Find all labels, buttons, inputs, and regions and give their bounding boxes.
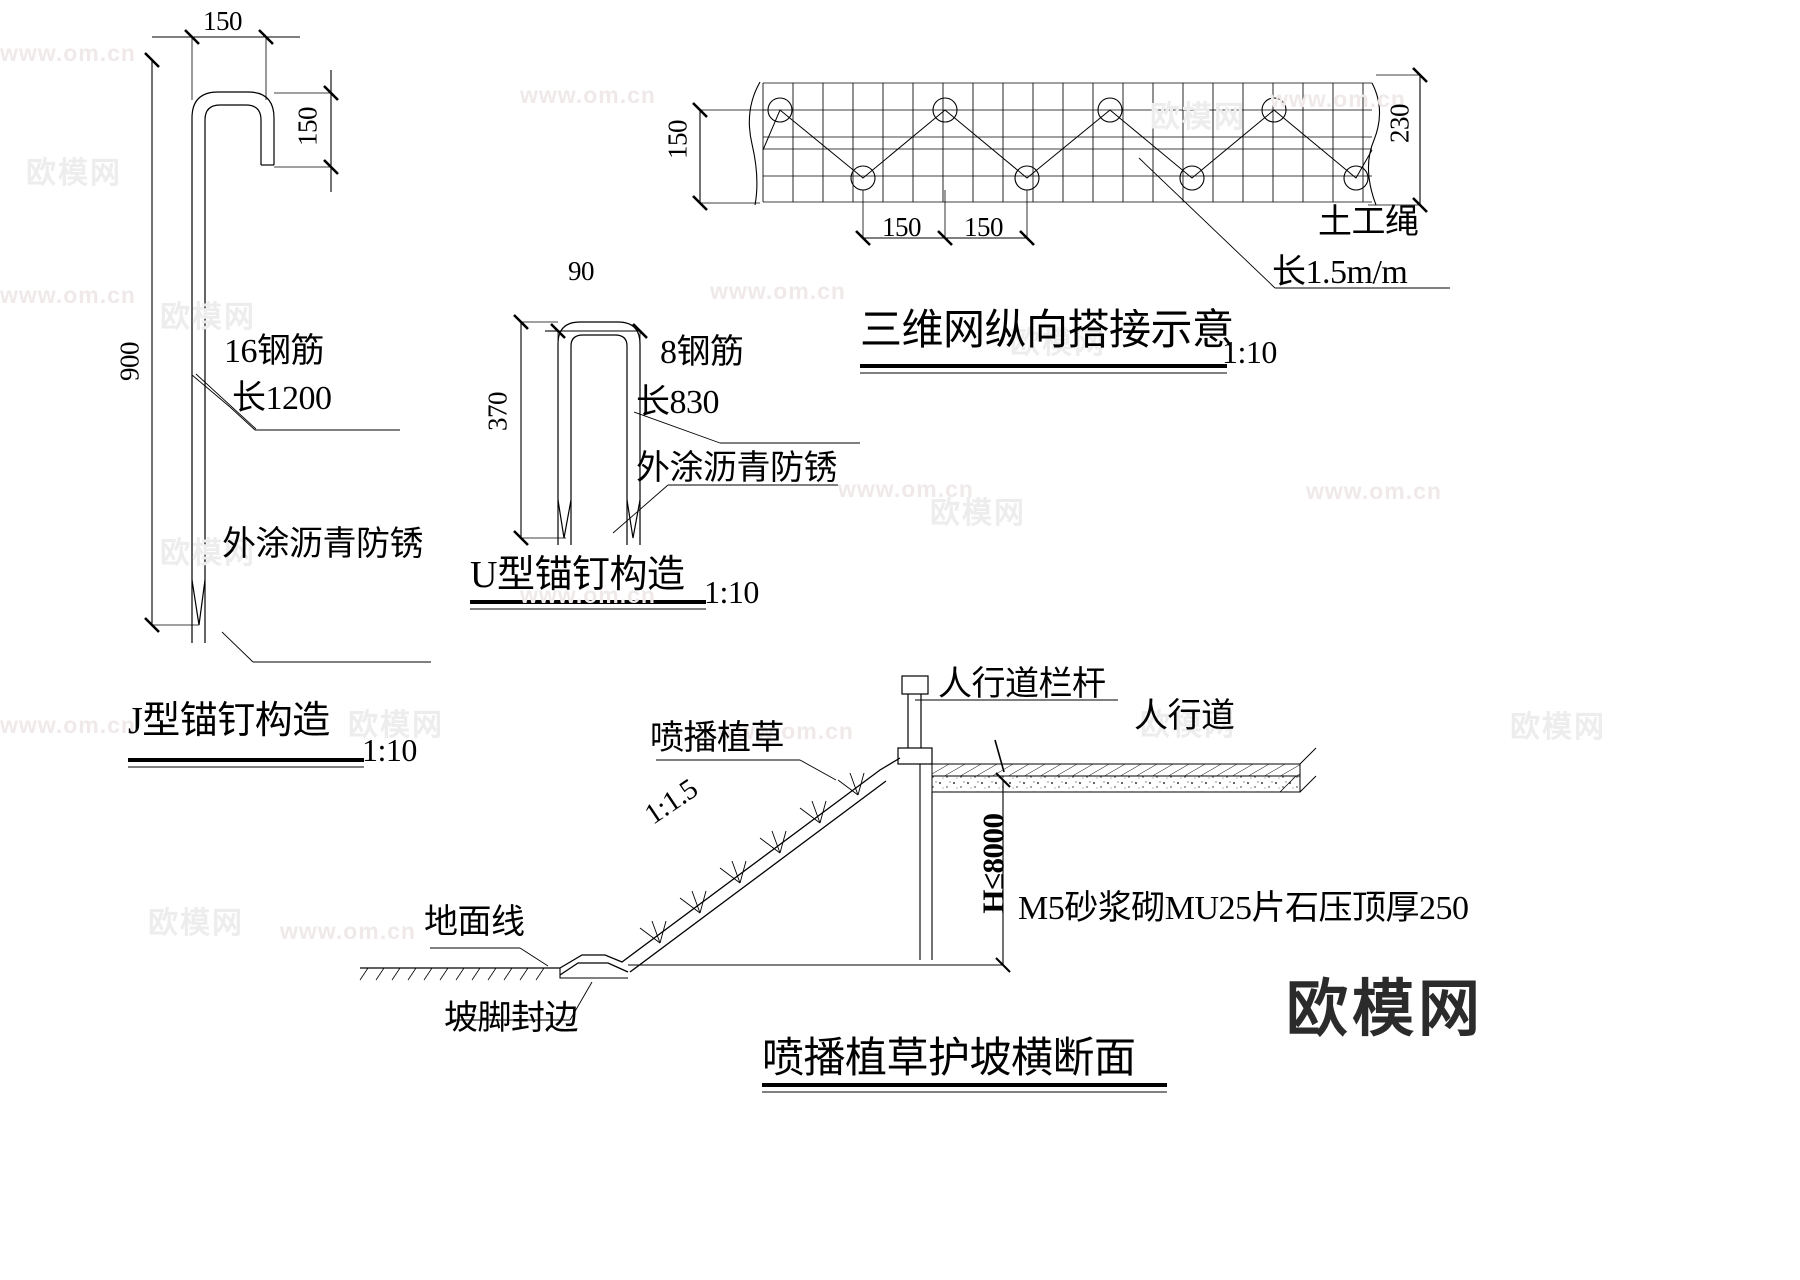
- u-dim-height: 370: [482, 392, 513, 431]
- u-anchor-scale: 1:10: [704, 574, 759, 610]
- j-note-bar: 16钢筋: [224, 333, 325, 370]
- j-dim-top-width: 150: [203, 6, 243, 36]
- section-note-toe-edging: 坡脚封边: [444, 1000, 579, 1037]
- j-dim-900: [144, 52, 199, 633]
- mesh-dim-230-right: [1368, 67, 1428, 213]
- j-dim-150-top: [152, 29, 300, 100]
- slope-section-title: 喷播植草护坡横断面: [762, 1036, 1136, 1082]
- section-wall: [919, 764, 933, 960]
- u-dim-370: [513, 314, 566, 546]
- section-toe-edging: [559, 968, 628, 979]
- u-note-coating: 外涂沥青防锈: [636, 450, 838, 487]
- section-note-grass: 喷播植草: [650, 720, 785, 757]
- mesh-dim-right-height: 230: [1384, 104, 1415, 143]
- u-note-length: 长830: [636, 384, 720, 421]
- mesh-lap-title: 三维网纵向搭接示意: [860, 308, 1234, 354]
- j-note-length: 长1200: [232, 380, 332, 417]
- mesh-dim-pitch: [855, 190, 1035, 246]
- mesh-dim-150-left: [692, 102, 766, 211]
- section-ground-hatch: [359, 967, 545, 981]
- j-note-coating: 外涂沥青防锈: [222, 526, 424, 563]
- section-sidewalk: [931, 747, 1317, 793]
- section-note-sidewalk: 人行道: [1134, 698, 1235, 735]
- mesh-grid: [762, 82, 1372, 203]
- mesh-note-rope-length: 长1.5m/m: [1272, 254, 1408, 291]
- mesh-dim-pitch-2: 150: [964, 212, 1004, 242]
- section-note-height: H≤8000: [975, 813, 1011, 914]
- section-handrail: [897, 675, 933, 765]
- section-note-handrail: 人行道栏杆: [938, 666, 1106, 703]
- u-anchor-title: U型锚钉构造: [470, 554, 685, 596]
- watermark-logo: 欧模网: [1286, 975, 1485, 1044]
- j-dim-total-length: 900: [114, 342, 145, 381]
- j-anchor-bar: [191, 91, 275, 643]
- section-slope-profile: [559, 757, 901, 976]
- mesh-dim-pitch-1: 150: [882, 212, 922, 242]
- u-note-bar: 8钢筋: [660, 334, 744, 371]
- mesh-rope-zigzag: [762, 109, 1373, 179]
- mesh-dim-left-height: 150: [662, 120, 693, 159]
- u-dim-width: 90: [568, 256, 595, 286]
- j-anchor-scale: 1:10: [362, 732, 417, 768]
- section-grass-ticks: [639, 772, 865, 944]
- u-anchor-bar: [557, 321, 641, 545]
- mesh-lap-scale: 1:10: [1222, 334, 1277, 370]
- mesh-note-rope: 土工绳: [1318, 204, 1419, 241]
- j-leader-coating: [225, 632, 256, 662]
- j-anchor-title: J型锚钉构造: [128, 700, 330, 742]
- section-note-capping: M5砂浆砌MU25片石压顶厚250: [1018, 890, 1469, 927]
- j-dim-hook-height: 150: [292, 107, 323, 146]
- section-note-ground-line: 地面线: [424, 904, 525, 941]
- j-dim-150-right: [274, 70, 339, 192]
